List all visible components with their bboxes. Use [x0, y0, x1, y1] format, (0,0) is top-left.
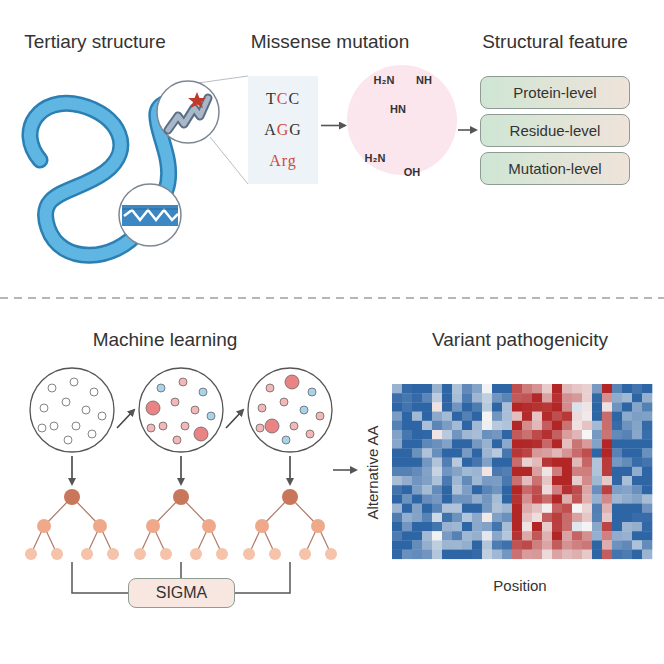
- model-box: SIGMA: [128, 578, 235, 608]
- sample-dot: [282, 436, 290, 444]
- atom-label: NH: [416, 74, 432, 86]
- sample-dot: [256, 424, 264, 432]
- section-heading: Machine learning: [93, 329, 238, 351]
- sample-dot: [191, 406, 199, 414]
- box-text: Mutation-level: [508, 160, 601, 177]
- step-arrow: [289, 456, 291, 484]
- flow-arrow: [333, 469, 356, 471]
- sample-dot: [194, 427, 208, 441]
- sample-dot: [159, 422, 167, 430]
- sample-dot: [266, 384, 274, 392]
- box-text: Protein-level: [513, 84, 596, 101]
- molecule-circle: H₂N NH HN H₂N OH: [347, 65, 457, 175]
- sample-dot: [64, 436, 72, 444]
- codon-box: TCC AGG Arg: [248, 76, 318, 184]
- sample-dot: [98, 412, 106, 420]
- sample-dot: [285, 375, 299, 389]
- sample-dot: [50, 422, 58, 430]
- sample-dot: [157, 384, 165, 392]
- atom-label: H₂N: [365, 152, 386, 164]
- sample-dot: [181, 422, 189, 430]
- atom-label: HN: [390, 103, 406, 115]
- codon-text: AGG: [264, 121, 302, 139]
- sample-dot: [48, 384, 56, 392]
- axis-label: Alternative AA: [364, 425, 381, 519]
- sample-dot: [72, 422, 80, 430]
- sample-circle: [30, 368, 114, 452]
- section-heading: Missense mutation: [251, 31, 409, 53]
- sample-dot: [90, 388, 98, 396]
- decision-tree: [243, 489, 337, 560]
- divider: [0, 297, 664, 299]
- sample-circle: [139, 368, 223, 452]
- sample-dot: [40, 404, 48, 412]
- decision-tree: [134, 489, 228, 560]
- sample-dot: [38, 424, 46, 432]
- sample-dot: [306, 430, 314, 438]
- sample-dot: [290, 422, 298, 430]
- atom-label: H₂N: [374, 74, 395, 86]
- feature-box: Mutation-level: [480, 152, 630, 185]
- step-arrow: [226, 410, 243, 428]
- feature-box: Residue-level: [480, 114, 630, 147]
- box-text: Residue-level: [510, 122, 601, 139]
- sample-dot: [62, 398, 70, 406]
- codon-text: Arg: [269, 152, 297, 170]
- step-arrow: [71, 456, 73, 484]
- helix-zoom: [157, 81, 219, 143]
- box-text: SIGMA: [156, 584, 208, 602]
- sample-dot: [300, 406, 308, 414]
- sample-dot: [179, 378, 187, 386]
- sample-dot: [207, 412, 215, 420]
- sample-dot: [70, 378, 78, 386]
- sample-dot: [199, 388, 207, 396]
- sample-dot: [171, 398, 179, 406]
- feature-box: Protein-level: [480, 76, 630, 109]
- sample-dot: [147, 424, 155, 432]
- pathogenicity-heatmap: [392, 384, 652, 559]
- connector-arrow: [321, 125, 345, 127]
- section-heading: Tertiary structure: [24, 31, 165, 53]
- sample-dot: [308, 388, 316, 396]
- step-arrow: [180, 456, 182, 484]
- sample-dot: [280, 398, 288, 406]
- section-heading: Variant pathogenicity: [432, 329, 608, 351]
- sample-dot: [146, 401, 160, 415]
- sample-dot: [265, 419, 279, 433]
- axis-label: Position: [493, 577, 546, 594]
- sample-dot: [88, 430, 96, 438]
- sample-dot: [82, 406, 90, 414]
- decision-tree: [25, 489, 119, 560]
- atom-label: OH: [404, 166, 421, 178]
- sample-dot: [173, 436, 181, 444]
- sample-dot: [258, 404, 266, 412]
- step-arrow: [117, 410, 134, 428]
- strand-zoom: [119, 184, 181, 246]
- sample-circle: [248, 368, 332, 452]
- sample-dot: [316, 412, 324, 420]
- flow-arrow: [458, 129, 476, 131]
- codon-text: TCC: [266, 90, 300, 108]
- section-heading: Structural feature: [482, 31, 628, 53]
